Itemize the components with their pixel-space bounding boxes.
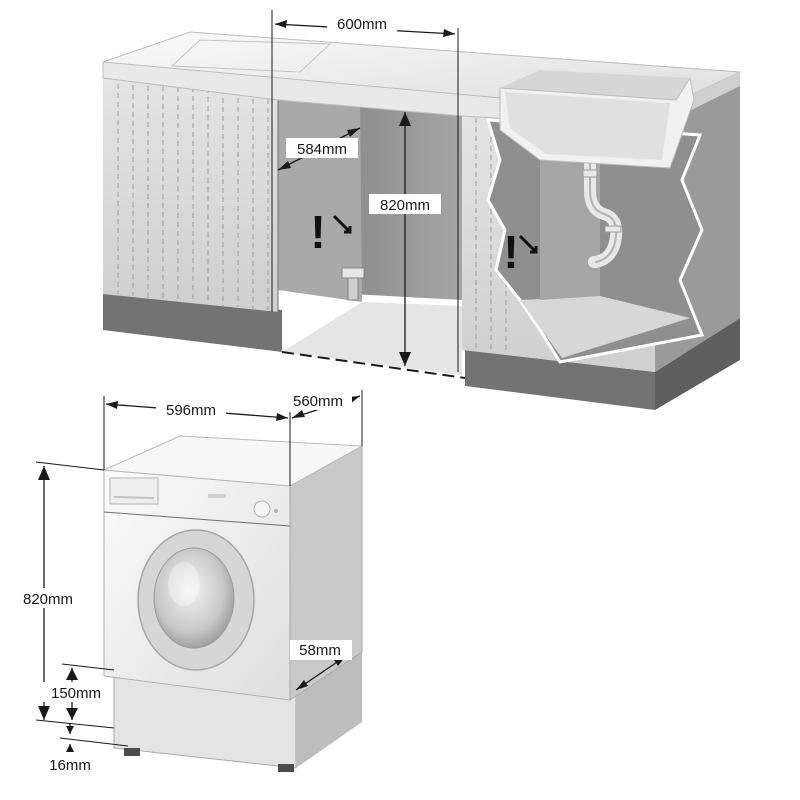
detergent-drawer xyxy=(109,477,159,505)
niche-floor xyxy=(282,302,462,375)
right-plinth-side xyxy=(655,318,740,410)
indicator-dot xyxy=(274,509,278,513)
warning-arrow-left-icon xyxy=(332,214,352,234)
hob-outline xyxy=(170,39,332,73)
warning-symbol-left: ! xyxy=(310,206,325,258)
niche-floor-dashed-line xyxy=(281,351,466,379)
warning-arrow-right-icon xyxy=(518,234,538,254)
dimension-plinth-height: 150mm xyxy=(40,663,115,720)
label-machine-depth: 560mm xyxy=(293,393,343,410)
kitchen-unit xyxy=(102,31,742,410)
label-niche-height: 820mm xyxy=(380,197,430,214)
washing-machine xyxy=(102,435,364,772)
left-cabinet-panel-lines xyxy=(117,84,269,310)
program-dial-icon xyxy=(253,500,271,518)
left-cabinet-front xyxy=(103,78,278,312)
label-cabinet-depth: 584mm xyxy=(297,141,347,158)
right-cabinet-interior-floor xyxy=(520,296,690,358)
sink-basin xyxy=(499,70,695,169)
niche-support-foot xyxy=(341,267,365,301)
dimension-machine-height: 820mm xyxy=(6,461,115,729)
label-plinth-height: 150mm xyxy=(51,685,101,702)
warning-marker-niche: ! xyxy=(310,206,352,258)
dimension-recess-depth: 58mm xyxy=(290,640,352,691)
door-window xyxy=(153,547,235,649)
label-recess-depth: 58mm xyxy=(299,642,341,659)
dimension-cabinet-depth: 584mm xyxy=(277,127,361,171)
machine-foot-right xyxy=(278,764,294,772)
label-gap-width: 600mm xyxy=(337,16,387,33)
machine-foot-left xyxy=(124,748,140,756)
warning-symbol-right: ! xyxy=(503,226,518,278)
dimension-gap-width: 600mm xyxy=(271,10,459,372)
dimension-machine-depth: 560mm xyxy=(282,390,363,446)
door-glass-highlight xyxy=(168,562,200,606)
machine-base-side xyxy=(296,648,362,768)
label-machine-height: 820mm xyxy=(23,591,73,608)
dimension-machine-width: 596mm xyxy=(103,396,291,486)
warning-marker-sink-cabinet: ! xyxy=(503,226,538,278)
control-panel-line xyxy=(103,511,291,527)
dimension-foot-height: 16mm xyxy=(49,724,129,774)
label-machine-width: 596mm xyxy=(166,402,216,419)
label-foot-height: 16mm xyxy=(49,757,91,774)
right-plinth xyxy=(465,350,655,410)
brand-mark xyxy=(208,494,226,498)
sink-trap xyxy=(582,144,623,268)
dimension-niche-height: 820mm xyxy=(369,112,441,366)
